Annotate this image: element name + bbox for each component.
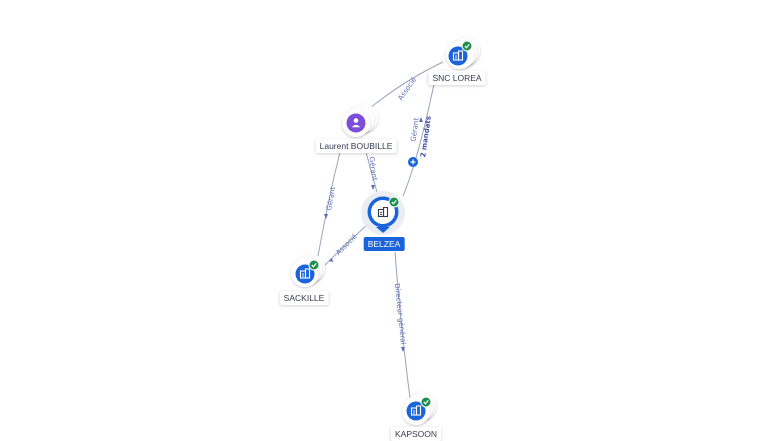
check-badge-icon <box>388 196 400 208</box>
plus-icon <box>410 159 416 165</box>
arrowhead <box>401 347 405 352</box>
node-kapsoon[interactable] <box>402 392 436 425</box>
node-laurent-boubille[interactable] <box>342 104 378 137</box>
node-sackille[interactable] <box>291 254 325 287</box>
edge-belzea-kapsoon[interactable] <box>394 251 411 399</box>
expand-mandats-button[interactable] <box>408 157 418 167</box>
arrowhead <box>419 117 423 122</box>
edge-label-belzea-sackille: Associé <box>334 232 358 256</box>
arrowhead <box>329 258 333 262</box>
edge-laurent-sackille[interactable] <box>317 147 342 257</box>
edge-laurent-snc-lorea[interactable] <box>369 61 444 109</box>
node-label-snc-lorea[interactable]: SNC LOREA <box>428 71 486 85</box>
node-label-laurent-boubille[interactable]: Laurent BOUBILLE <box>315 139 397 153</box>
node-snc-lorea[interactable] <box>446 37 480 69</box>
edge-label-belzea-kapsoon: Directeur général <box>393 283 407 345</box>
building-icon <box>377 206 389 218</box>
edge-laurent-belzea[interactable] <box>365 151 378 193</box>
arrowhead <box>371 185 375 190</box>
node-label-belzea[interactable]: BELZEA <box>363 237 405 251</box>
node-belzea[interactable] <box>361 191 405 235</box>
selected-pin <box>376 227 390 233</box>
person-icon <box>351 118 361 128</box>
edge-label-belzea-snc: Gérant <box>409 117 420 142</box>
relationship-graph: Associé Gérant 2 mandats Gérant Gérant A… <box>291 37 480 425</box>
arrowhead <box>324 214 328 219</box>
edge-belzea-sackille[interactable] <box>324 223 369 266</box>
edge-label-laurent-sackille: Gérant <box>325 186 337 211</box>
node-label-kapsoon[interactable]: KAPSOON <box>390 427 442 441</box>
edge-label-laurent-snc: Associé <box>396 76 418 102</box>
node-label-sackille[interactable]: SACKILLE <box>279 291 329 305</box>
check-badge-icon <box>461 40 473 52</box>
edge-label-laurent-belzea: Gérant <box>367 156 378 181</box>
edge-belzea-snc-lorea[interactable] <box>402 83 435 197</box>
check-badge-icon <box>308 259 320 271</box>
check-badge-icon <box>420 396 432 408</box>
